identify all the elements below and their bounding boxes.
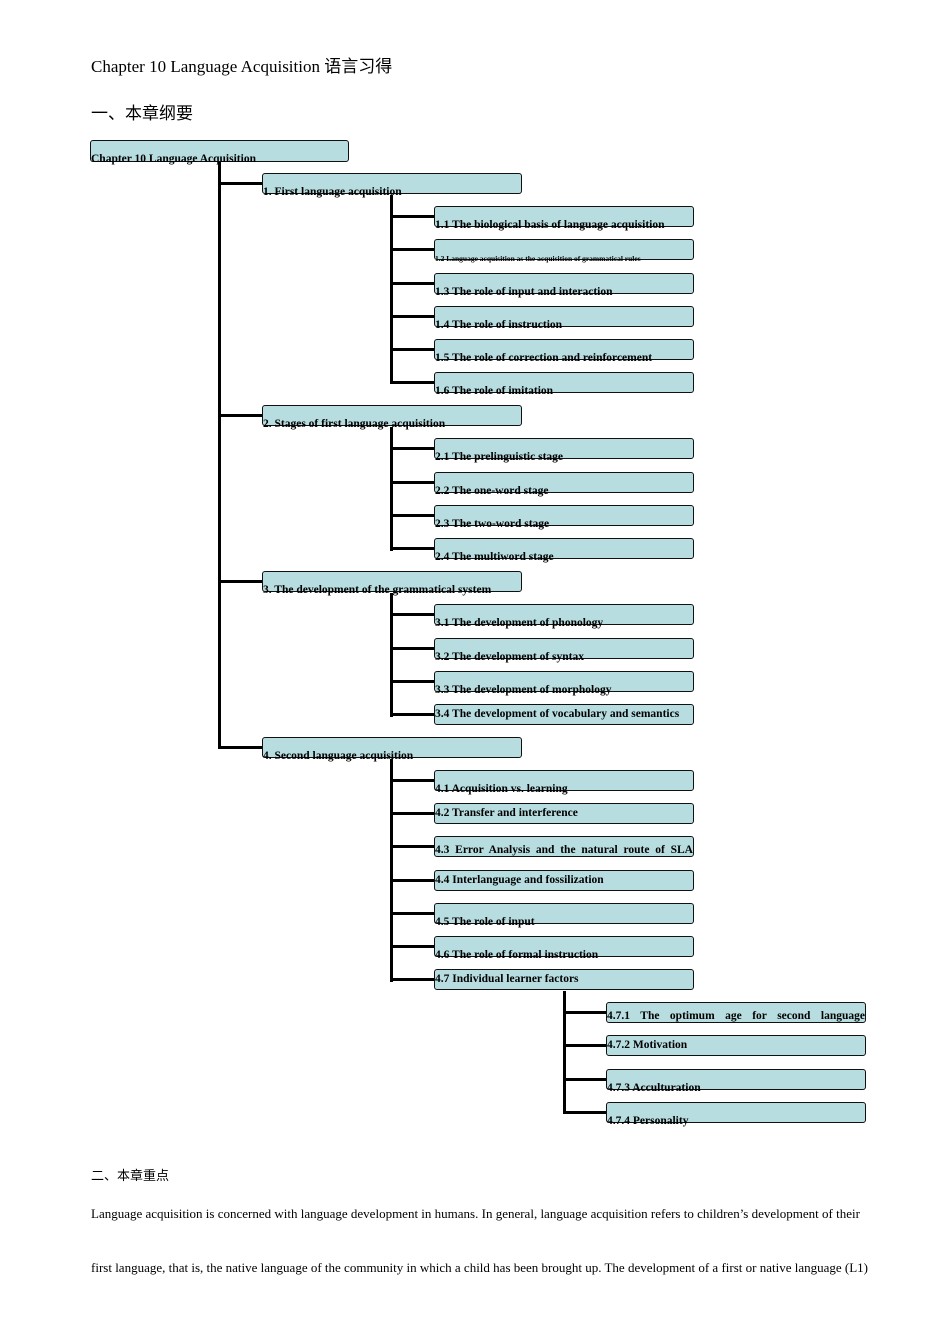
outline-item-node: 4.2 Transfer and interference [434, 803, 694, 824]
outline-item-node: 4.6 The role of formal instruction [434, 936, 694, 961]
outline-item-node: 2.4 The multiword stage [434, 538, 694, 563]
tree-connector [390, 812, 435, 815]
tree-connector [390, 845, 435, 848]
outline-item-node: 2.1 The prelinguistic stage [434, 438, 694, 463]
outline-item-node: 3.2 The development of syntax [434, 638, 694, 663]
outline-node-label: 4.1 Acquisition vs. learning [435, 783, 568, 795]
document-title: Chapter 10 Language Acquisition 语言习得 [91, 57, 393, 76]
outline-item-node: 3.4 The development of vocabulary and se… [434, 704, 694, 725]
tree-connector [390, 282, 435, 285]
outline-node-label: 4. Second language acquisition [263, 750, 414, 762]
tree-connector [218, 182, 263, 185]
outline-item-node: 1.4 The role of instruction [434, 306, 694, 331]
outline-node-label: 4.4 Interlanguage and fossilization [435, 874, 604, 886]
outline-subitem-node: 4.7.2 Motivation [606, 1035, 866, 1056]
tree-connector [563, 1011, 608, 1014]
outline-item-node: 2.2 The one-word stage [434, 472, 694, 497]
outline-root-node: Chapter 10 Language Acquisition [90, 140, 349, 165]
tree-connector [390, 945, 435, 948]
tree-connector [390, 713, 435, 716]
outline-node-label: 1. First language acquisition [263, 186, 402, 198]
tree-connector [390, 447, 435, 450]
outline-node-label: 2.4 The multiword stage [435, 551, 554, 563]
outline-node-label: Chapter 10 Language Acquisition [91, 153, 256, 165]
outline-item-node: 4.5 The role of input [434, 903, 694, 928]
outline-node-label: 4.7.1 The optimum age for second languag… [607, 1010, 865, 1022]
tree-connector [390, 381, 435, 384]
outline-item-node: 1.2 Language acquisition as the acquisit… [434, 239, 694, 263]
tree-connector [563, 1111, 608, 1114]
outline-node-label: 2. Stages of first language acquisition [263, 418, 446, 430]
tree-connector [390, 514, 435, 517]
outline-node-label: 4.7.4 Personality [607, 1115, 689, 1127]
tree-connector [390, 879, 435, 882]
tree-connector [563, 1078, 608, 1081]
outline-item-node: 3.3 The development of morphology [434, 671, 694, 696]
tree-connector [390, 680, 435, 683]
tree-connector [390, 348, 435, 351]
tree-connector [390, 547, 435, 550]
tree-connector [390, 912, 435, 915]
tree-connector [218, 746, 263, 749]
tree-connector [390, 978, 435, 981]
tree-connector [390, 647, 435, 650]
outline-node-label: 2.3 The two-word stage [435, 518, 550, 530]
outline-node-label: 3.4 The development of vocabulary and se… [435, 708, 680, 720]
outline-item-node: 4.7 Individual learner factors [434, 969, 694, 990]
outline-node-label: 3.2 The development of syntax [435, 651, 584, 663]
tree-connector-item-4-7 [563, 991, 566, 1114]
outline-item-node: 1.6 The role of imitation [434, 372, 694, 397]
outline-node-label: 1.6 The role of imitation [435, 385, 554, 397]
outline-subitem-node: 4.7.3 Acculturation [606, 1069, 866, 1094]
body-paragraph-line: Language acquisition is concerned with l… [91, 1206, 860, 1221]
tree-connector-section2 [390, 427, 393, 551]
outline-node-label: 4.7 Individual learner factors [435, 973, 579, 985]
outline-node-label: 1.4 The role of instruction [435, 319, 563, 331]
tree-connector [390, 481, 435, 484]
outline-node-label: 4.2 Transfer and interference [435, 807, 578, 819]
outline-node-label: 4.7.3 Acculturation [607, 1082, 701, 1094]
outline-node-label: 2.2 The one-word stage [435, 485, 549, 497]
outline-node-label: 1.5 The role of correction and reinforce… [435, 352, 653, 364]
outline-section-node: 1. First language acquisition [262, 173, 522, 198]
outline-section-node: 3. The development of the grammatical sy… [262, 571, 522, 596]
outline-subitem-node: 4.7.4 Personality [606, 1102, 866, 1127]
outline-item-node: 1.5 The role of correction and reinforce… [434, 339, 694, 364]
outline-node-label: 1.3 The role of input and interaction [435, 286, 613, 298]
outline-node-label: 3. The development of the grammatical sy… [263, 584, 492, 596]
tree-connector [390, 613, 435, 616]
tree-connector-section1 [390, 195, 393, 384]
outline-node-label: 1.2 Language acquisition as the acquisit… [435, 254, 641, 263]
outline-subitem-node: 4.7.1 The optimum age for second languag… [606, 1002, 866, 1023]
outline-section-node: 4. Second language acquisition [262, 737, 522, 762]
body-paragraph-line: first language, that is, the native lang… [91, 1260, 869, 1275]
tree-connector-section3 [390, 593, 393, 717]
outline-node-label: 4.6 The role of formal instruction [435, 949, 599, 961]
section-heading-key-points: 二、本章重点 [91, 1168, 170, 1183]
section-heading-outline: 一、本章纲要 [91, 104, 193, 123]
outline-item-node: 3.1 The development of phonology [434, 604, 694, 629]
outline-item-node: 4.1 Acquisition vs. learning [434, 770, 694, 795]
outline-node-label: 3.3 The development of morphology [435, 684, 612, 696]
outline-section-node: 2. Stages of first language acquisition [262, 405, 522, 430]
tree-connector [218, 580, 263, 583]
tree-connector [218, 414, 263, 417]
tree-connector-root [218, 162, 221, 749]
outline-item-node: 2.3 The two-word stage [434, 505, 694, 530]
tree-connector [390, 315, 435, 318]
tree-connector [390, 215, 435, 218]
outline-node-label: 2.1 The prelinguistic stage [435, 451, 563, 463]
outline-node-label: 4.7.2 Motivation [607, 1039, 688, 1051]
outline-node-label: 3.1 The development of phonology [435, 617, 604, 629]
tree-connector-section4 [390, 759, 393, 982]
tree-connector [390, 248, 435, 251]
tree-connector [563, 1044, 608, 1047]
outline-node-label: 1.1 The biological basis of language acq… [435, 219, 665, 231]
outline-node-label: 4.5 The role of input [435, 916, 535, 928]
outline-item-node: 1.3 The role of input and interaction [434, 273, 694, 298]
tree-connector [390, 779, 435, 782]
outline-item-node: 4.3 Error Analysis and the natural route… [434, 836, 694, 885]
outline-item-node: 4.4 Interlanguage and fossilization [434, 870, 694, 891]
outline-item-node: 1.1 The biological basis of language acq… [434, 206, 694, 231]
